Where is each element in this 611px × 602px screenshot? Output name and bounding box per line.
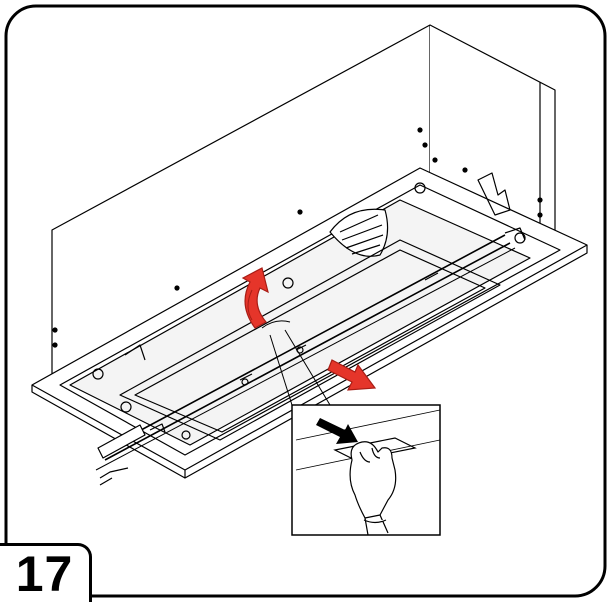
cooker-hood-unit xyxy=(31,24,588,486)
hand-icon xyxy=(349,441,397,536)
detail-inset xyxy=(291,404,441,536)
front-bar xyxy=(97,424,146,459)
callout-pointer xyxy=(261,320,331,406)
pull-arrow-icon xyxy=(327,359,377,391)
step-number-badge: 17 xyxy=(0,543,92,602)
filter-frame xyxy=(119,239,501,441)
step-number: 17 xyxy=(15,546,74,602)
frame-border xyxy=(4,4,607,598)
rotate-arrow-icon xyxy=(241,267,269,329)
push-arrow-icon xyxy=(316,418,358,444)
guide-rail xyxy=(99,234,511,461)
